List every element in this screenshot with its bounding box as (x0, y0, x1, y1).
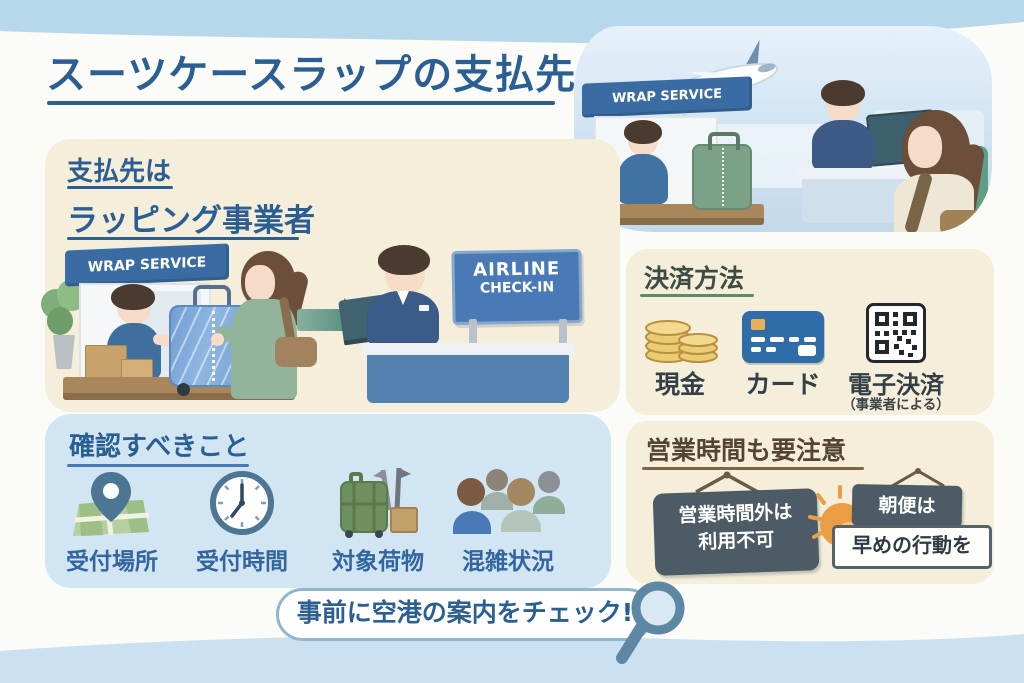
payer-panel: 支払先は ラッピング事業者 WRAP SERVICE (41, 139, 620, 412)
airline-checkin-sign: AIRLINE CHECK-IN (451, 248, 583, 326)
heading-underline (640, 294, 754, 297)
staff-figure (618, 154, 668, 204)
closed-sign: 営業時間外は 利用不可 (652, 488, 820, 576)
checkin-desk (361, 343, 575, 355)
hanger-icon (891, 468, 945, 487)
customer-hand (211, 333, 224, 346)
payer-heading-line2: ラッピング事業者 (67, 203, 315, 239)
plant-pot (53, 335, 75, 369)
hero-airport-illustration: WRAP SERVICE (574, 26, 992, 232)
title-underline (47, 101, 555, 105)
qr-code-icon (866, 303, 926, 363)
clock-icon (210, 471, 274, 535)
shoulder-bag-icon (940, 210, 986, 232)
arrow-icon (297, 309, 345, 331)
heading-underline (642, 467, 864, 470)
page-title: スーツケースラップの支払先 (46, 52, 577, 98)
suitcase-wheel (177, 383, 190, 396)
checkin-sign-line2: CHECK-IN (479, 279, 555, 297)
checklist-item-label: 受付場所 (66, 549, 158, 575)
checklist-heading: 確認すべきこと (69, 432, 250, 462)
suitcase-handle (708, 132, 740, 150)
shoulder-bag-icon (275, 337, 317, 367)
suitcase (692, 144, 752, 210)
payment-method-label: 電子決済 (848, 371, 944, 399)
heading-underline (67, 186, 173, 189)
checkin-sign-line1: AIRLINE (473, 258, 561, 281)
staff-hair (624, 120, 662, 144)
heading-underline (67, 237, 299, 240)
morning-sign: 朝便は (851, 484, 963, 528)
hours-heading: 営業時間も要注意 (646, 436, 847, 465)
staff-hair (821, 80, 865, 106)
suitcase-handle (193, 285, 231, 313)
hanger-icon (695, 471, 759, 493)
staff-figure (812, 120, 874, 170)
luggage-icon (340, 467, 418, 538)
name-badge (419, 305, 429, 311)
payment-method-label: 現金 (654, 370, 705, 399)
magnifier-icon (616, 581, 685, 664)
checklist-panel: 確認すべきこと 受付場所 受付時間 (45, 414, 611, 588)
wrap-service-sign: WRAP SERVICE (65, 243, 229, 287)
sign-post (469, 319, 477, 347)
checklist-item-label: 対象荷物 (332, 549, 424, 575)
business-hours-panel: 営業時間も要注意 営業時間外は 利用不可 (626, 421, 994, 584)
payment-method-note: （事業者による） (842, 397, 950, 413)
heading-underline (67, 464, 249, 467)
checklist-item-label: 受付時間 (196, 549, 288, 575)
staff-hair (378, 245, 430, 275)
checklist-item-label: 混雑状況 (462, 549, 554, 575)
coins-icon (645, 320, 718, 363)
payment-method-label: カード (745, 370, 821, 399)
box-icon (121, 359, 153, 379)
credit-card-icon (742, 311, 824, 363)
crowd-icon (453, 469, 565, 534)
payer-heading-line1: 支払先は (67, 157, 172, 187)
checkin-desk (367, 355, 569, 403)
act-early-sign: 早めの行動を (832, 525, 992, 569)
plant-icon (47, 307, 73, 335)
sign-post (559, 319, 567, 347)
payment-heading: 決済方法 (644, 264, 745, 293)
customer-figure (908, 126, 942, 168)
map-pin-icon (73, 472, 150, 536)
checkin-desk (796, 168, 966, 179)
customer-figure (245, 265, 275, 301)
bottom-wave-band (0, 634, 1024, 683)
staff-hair (111, 284, 155, 310)
footer-banner: 事前に空港の案内をチェック! (276, 588, 654, 641)
payment-methods-panel: 決済方法 現金 カード (626, 249, 994, 415)
